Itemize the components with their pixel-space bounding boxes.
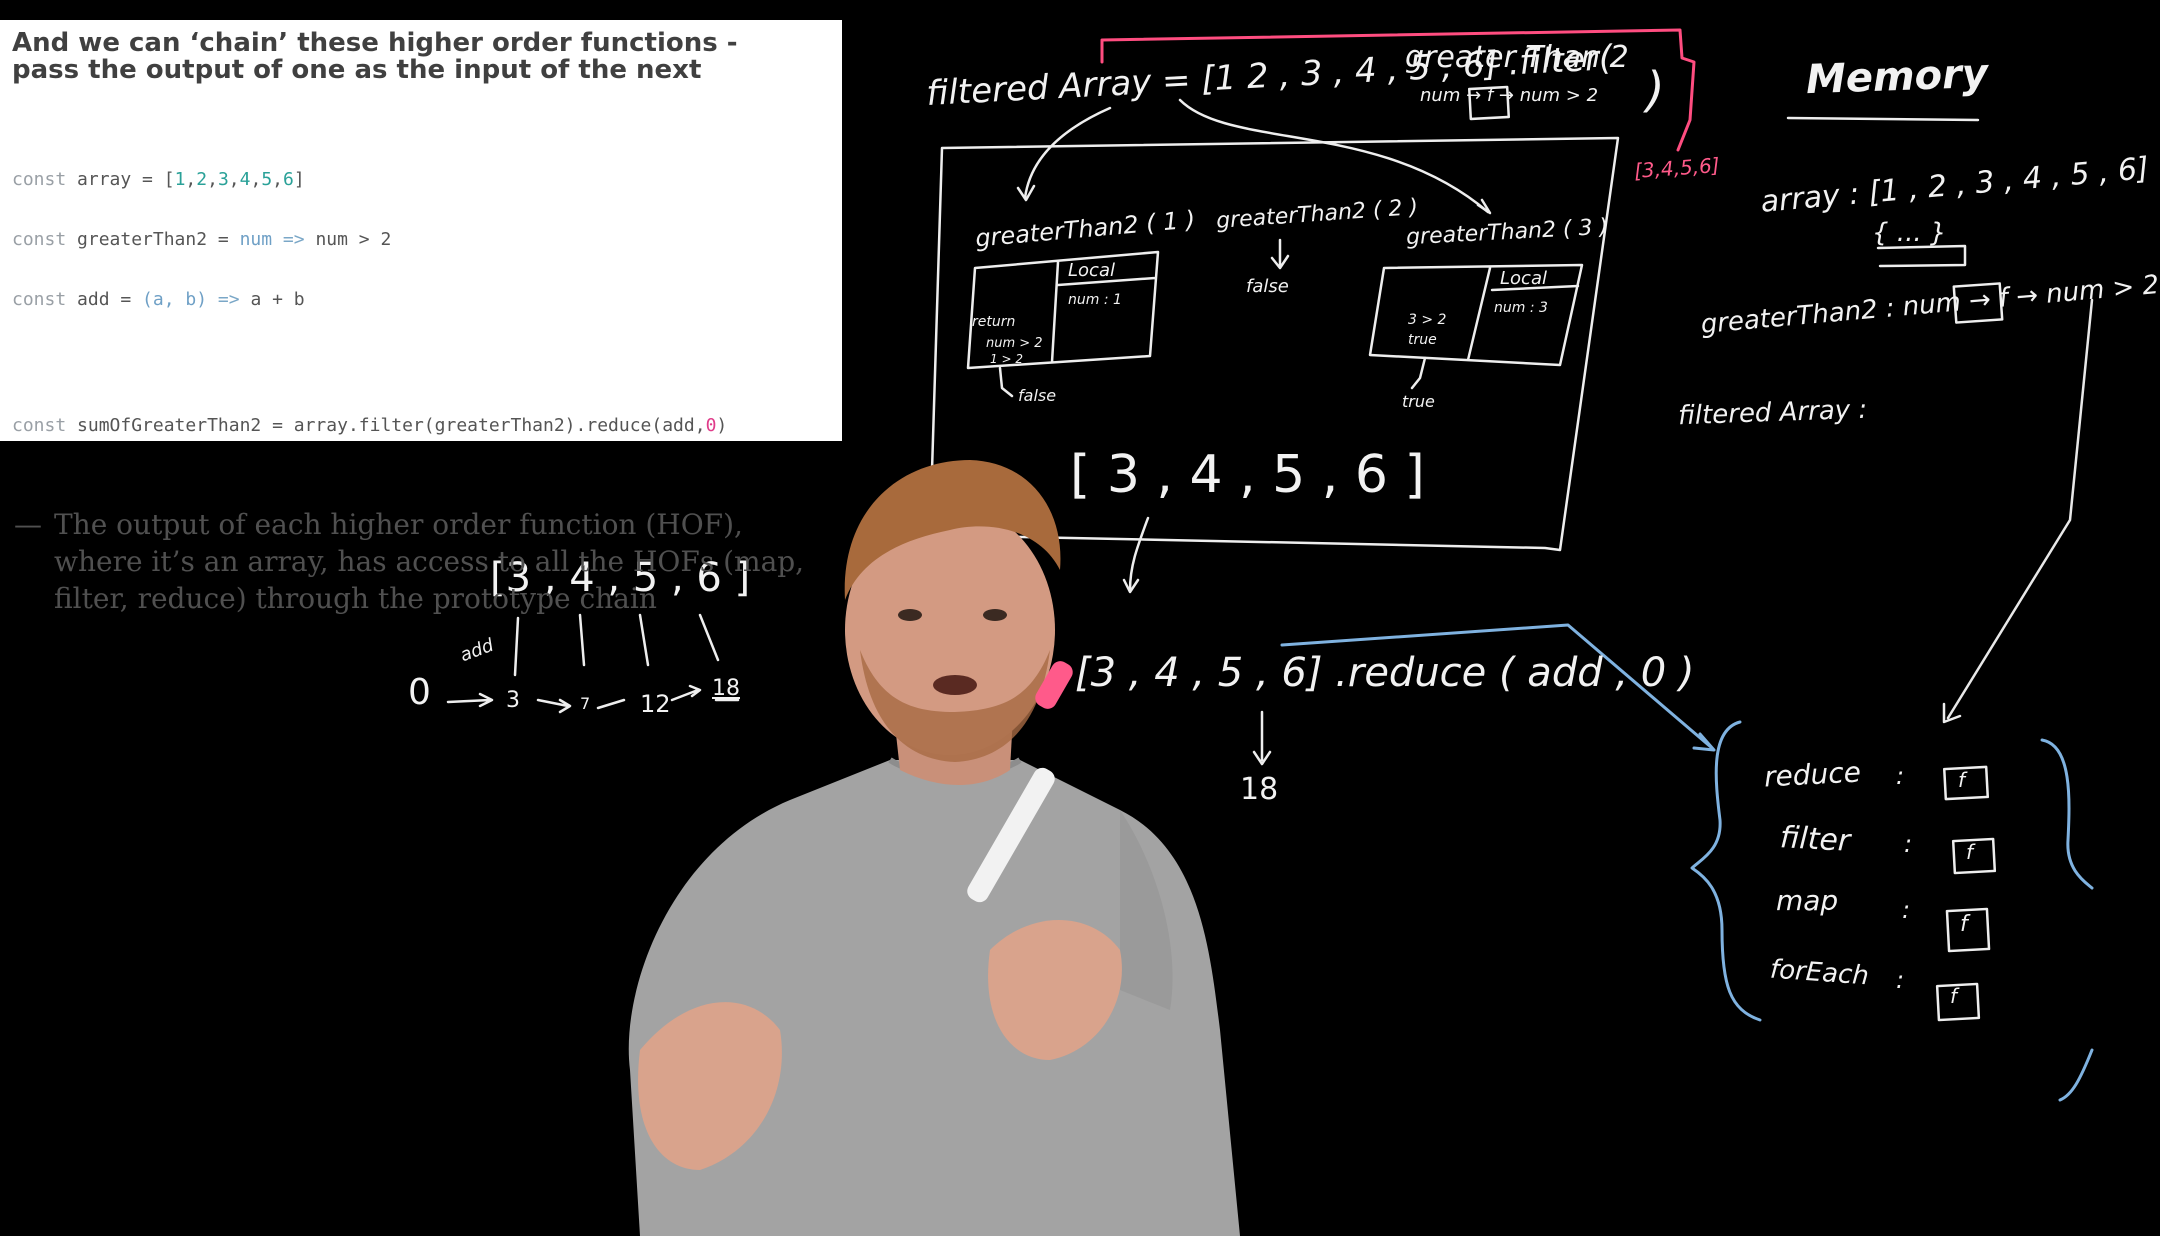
wb-proto-filter-val: f [1966, 840, 1974, 864]
code-text: ) [716, 415, 728, 436]
wb-return: return [972, 314, 1016, 330]
wb-acc-0: 0 [408, 672, 431, 713]
wb-proto-filter-name: filter [1779, 820, 1852, 859]
wb-proto-filter-sep: : [1904, 830, 1913, 858]
wb-false-1: false [1018, 386, 1057, 405]
proto-brace-right [2040, 738, 2094, 1102]
wb-reduce-result: 18 [1240, 772, 1279, 807]
wb-local-3: Local [1500, 268, 1547, 289]
code-text: num > 2 [315, 229, 392, 250]
pink-bracket [1100, 28, 1696, 152]
code-param: (a, b) [142, 289, 208, 310]
wb-left-array: [3 , 4 , 5 , 6 ] [490, 555, 751, 601]
code-number: 2 [196, 169, 208, 190]
code-text: ] [293, 169, 305, 190]
code-number: 1 [174, 169, 186, 190]
code-number: 3 [217, 169, 229, 190]
code-block: const array = [1,2,3,4,5,6] const greate… [12, 130, 842, 476]
arrow-to-call-3 [1178, 98, 1490, 214]
wb-true-2: true [1402, 392, 1435, 411]
whiteboard-drawings [446, 28, 2094, 1102]
wb-mem-proto-brace: { ... } [1872, 218, 1947, 248]
arrow-to-call-1 [1023, 106, 1112, 200]
wb-acc-1: 3 [506, 688, 520, 713]
slide-title: And we can ‘chain’ these higher order fu… [12, 28, 738, 85]
code-arrow: => [207, 289, 251, 310]
wb-reduce-expression: [3 , 4 , 5 , 6] .reduce ( add , 0 ) [1075, 650, 1695, 696]
wb-acc-4: 18 [712, 676, 740, 701]
presenter [628, 460, 1240, 1236]
wb-memory-heading: Memory [1805, 50, 1989, 104]
code-text: a + b [250, 289, 305, 310]
code-comma: , [250, 169, 262, 190]
code-keyword: const [12, 169, 67, 190]
code-number: 6 [283, 169, 294, 190]
video-frame: filtered Array = [1 2 , 3 , 4 , 5 , 6] .… [0, 20, 2160, 1236]
code-keyword: const [12, 289, 67, 310]
code-line-sum: const sumOfGreaterThan2 = array.filter(g… [12, 416, 842, 436]
proto-brace-left [1690, 720, 1762, 1022]
call-1-frame [966, 250, 1160, 370]
code-blank-line [12, 350, 842, 376]
code-comma: , [272, 169, 283, 190]
code-number: 4 [239, 169, 251, 190]
wb-acc-2: 7 [580, 694, 591, 713]
code-param: num [239, 229, 273, 250]
wb-num-3: num : 3 [1494, 300, 1548, 316]
wb-greater-than-2-top: greater Than 2 [1405, 40, 1629, 75]
code-comma: , [228, 169, 240, 190]
code-comma: , [207, 169, 218, 190]
code-comma: , [185, 169, 197, 190]
wb-acc-3: 12 [640, 690, 671, 718]
code-arrow: => [272, 229, 316, 250]
slide-panel: And we can ‘chain’ these higher order fu… [0, 20, 842, 615]
wb-greater-than-2-def: num → f → num > 2 [1420, 85, 1599, 106]
code-number: 5 [261, 169, 273, 190]
wb-proto-map-sep: : [1902, 896, 1911, 924]
code-text: greaterThan2 = [66, 229, 240, 250]
bullet-dash: — [14, 508, 42, 541]
wb-proto-map-val: f [1960, 912, 1968, 937]
code-keyword: const [12, 229, 67, 250]
wb-close-paren: ) [1646, 62, 1665, 118]
wb-true: true [1408, 332, 1437, 348]
wb-proto-foreach-sep: : [1896, 966, 1905, 994]
wb-proto-foreach-val: f [1950, 984, 1958, 1008]
wb-false-2: false [1246, 276, 1289, 297]
wb-filtered-result: [ 3 , 4 , 5 , 6 ] [1070, 445, 1425, 505]
code-text: add = [66, 289, 143, 310]
code-number: 0 [705, 415, 717, 436]
code-text: array = [ [66, 169, 175, 190]
code-text: sumOfGreaterThan2 = array.filter(greater… [66, 415, 706, 436]
wb-three-gt-2: 3 > 2 [1408, 312, 1447, 328]
wb-proto-reduce-name: reduce [1763, 755, 1862, 794]
wb-proto-reduce-val: f [1958, 768, 1966, 792]
code-line-greater-than-2: const greaterThan2 = num => num > 2 [12, 230, 842, 250]
code-line-array: const array = [1,2,3,4,5,6] [12, 170, 842, 190]
wb-num-gt-2: num > 2 [986, 336, 1043, 351]
wb-one-gt-2: 1 > 2 [990, 352, 1023, 366]
wb-proto-map-name: map [1776, 884, 1839, 917]
wb-proto-reduce-sep: : [1896, 762, 1905, 790]
call-3-frame [1368, 263, 1584, 367]
bullet-text: The output of each higher order function… [54, 508, 805, 615]
wb-local-1: Local [1068, 260, 1115, 281]
code-line-add: const add = (a, b) => a + b [12, 290, 842, 310]
bullet-point: — The output of each higher order functi… [12, 506, 842, 617]
blue-arrow-reduce-to-proto [1280, 623, 1714, 750]
code-keyword: const [12, 415, 67, 436]
wb-num-1: num : 1 [1068, 292, 1122, 308]
